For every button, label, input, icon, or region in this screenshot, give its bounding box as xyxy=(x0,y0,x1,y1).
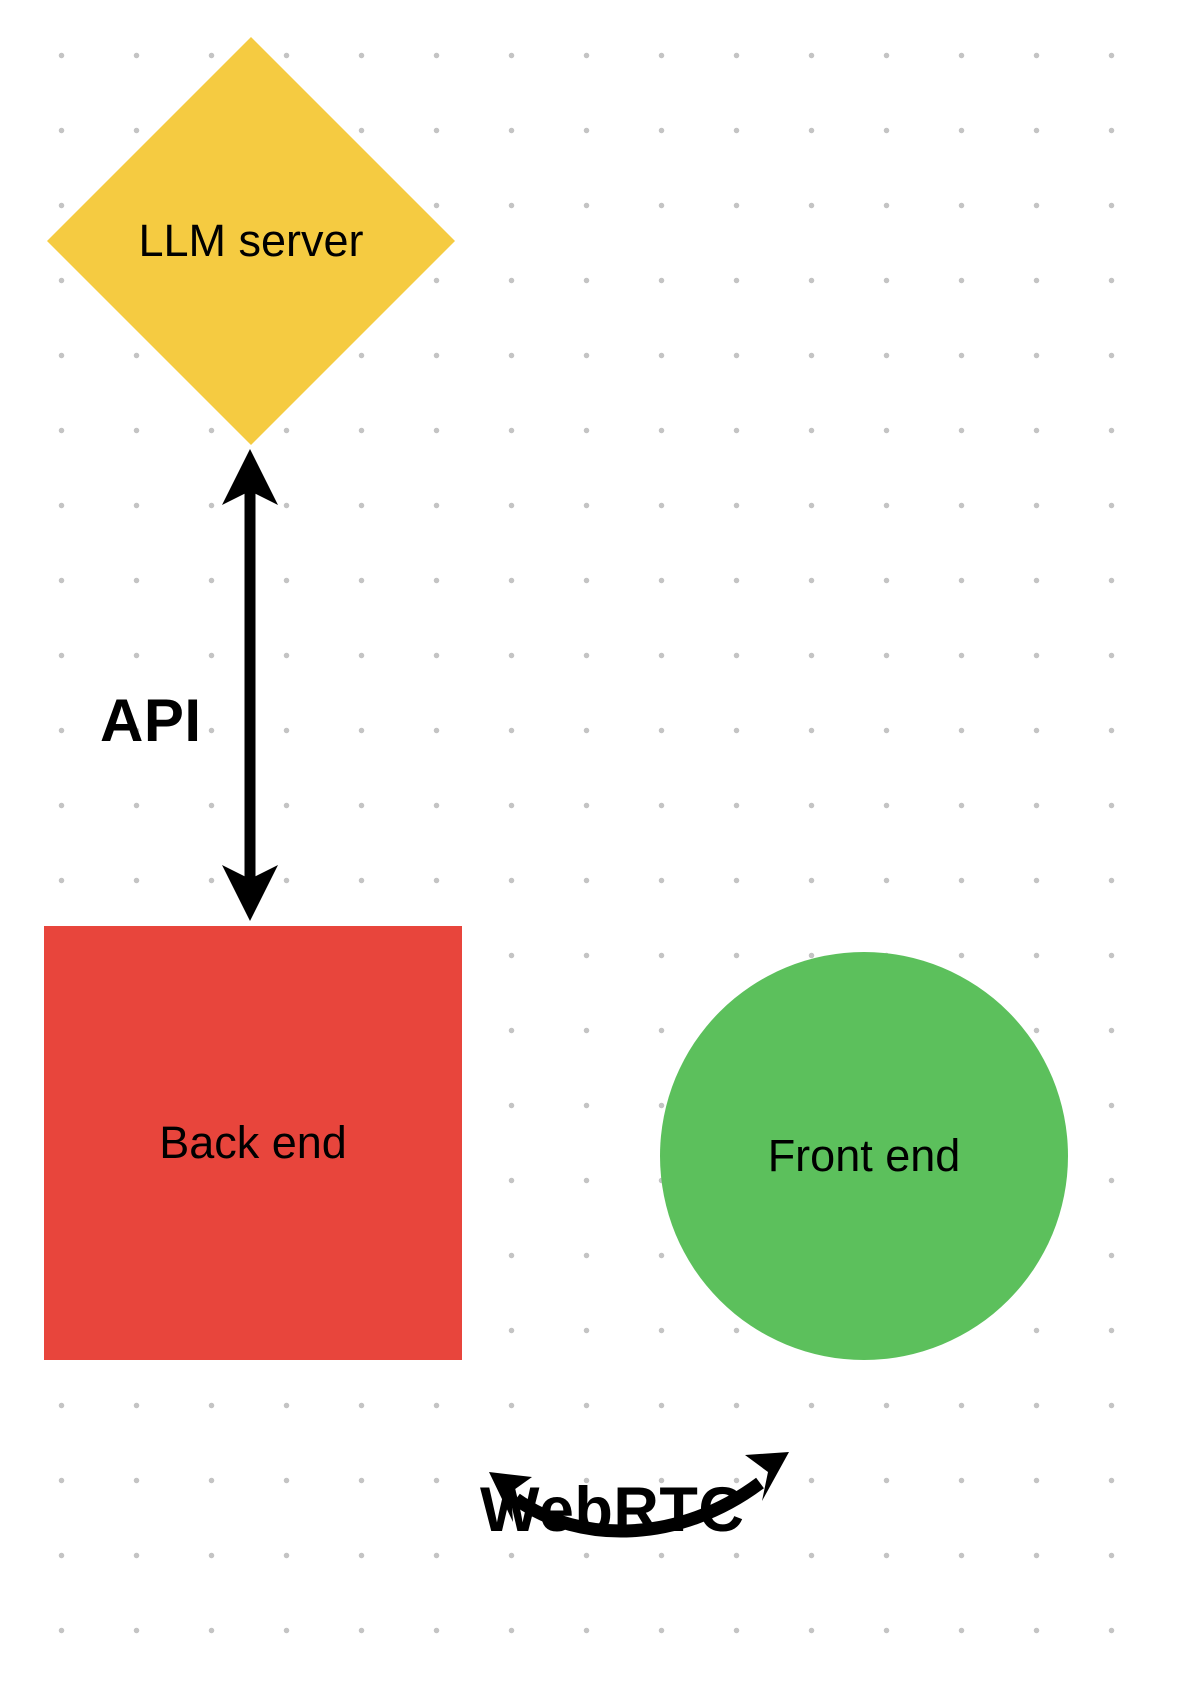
node-back-end-label: Back end xyxy=(159,1117,347,1168)
edge-label-api: API xyxy=(100,687,202,754)
api-arrowhead-up xyxy=(222,449,278,505)
edge-label-webrtc: WebRTC xyxy=(480,1475,745,1545)
node-front-end[interactable]: Front end xyxy=(660,952,1068,1360)
webrtc-arrowhead-left xyxy=(489,1472,532,1522)
node-back-end[interactable]: Back end xyxy=(44,926,462,1360)
node-llm-server[interactable]: LLM server xyxy=(47,37,455,445)
diamond-shape xyxy=(47,37,455,445)
webrtc-arrowhead-right xyxy=(745,1452,789,1501)
node-front-end-label: Front end xyxy=(767,1130,961,1181)
api-arrow[interactable] xyxy=(222,449,278,921)
webrtc-arrow-shaft xyxy=(512,1477,764,1538)
api-arrowhead-down xyxy=(222,865,278,921)
webrtc-arrow[interactable] xyxy=(489,1452,789,1538)
